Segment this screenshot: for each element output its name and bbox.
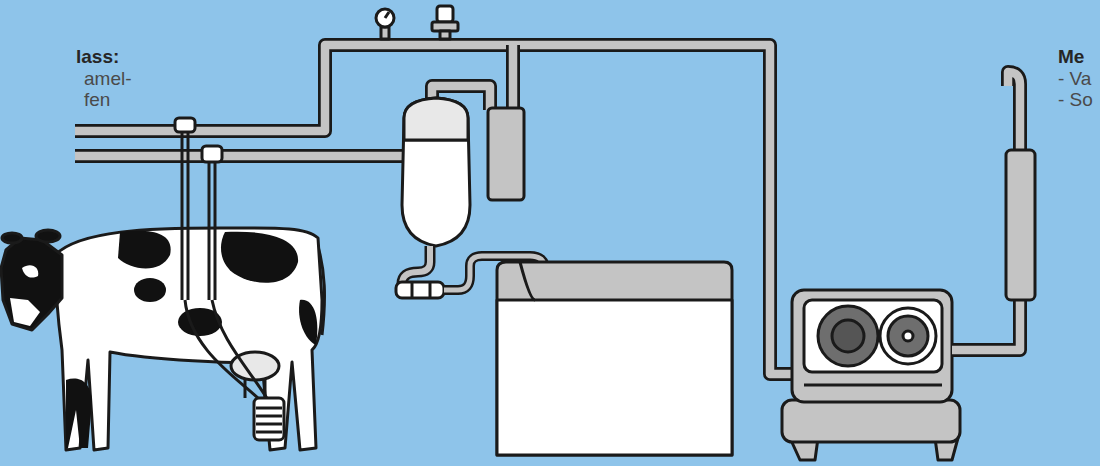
milk-receiver: [402, 98, 524, 246]
callout-label: fen: [84, 89, 110, 110]
milking-cluster: [175, 118, 284, 440]
callout-label: amel-: [84, 68, 132, 89]
vacuum-gauge: [376, 9, 394, 39]
vacuum-pump: [782, 290, 960, 460]
callout-label: - So: [1058, 89, 1093, 110]
callout-label: Me: [1058, 46, 1084, 67]
milk-pipe: [75, 156, 408, 157]
callout-label: lass:: [76, 46, 119, 67]
milk-tank: [497, 262, 732, 455]
callout-label: - Va: [1058, 68, 1091, 89]
cow: [1, 228, 324, 450]
exhaust-silencer: [952, 72, 1035, 350]
vacuum-regulator: [432, 6, 458, 39]
